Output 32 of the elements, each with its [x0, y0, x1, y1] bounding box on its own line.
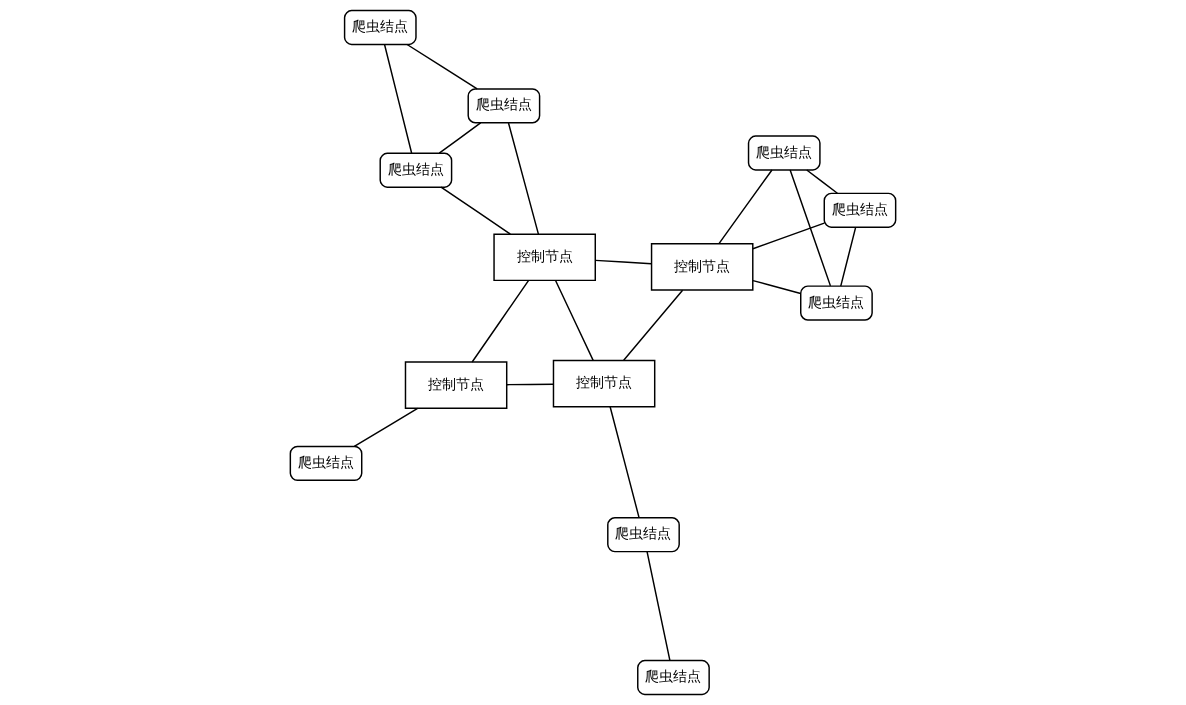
connector — [440, 186, 512, 235]
node-box: 控制节点 — [650, 243, 754, 291]
connector — [840, 226, 857, 287]
connector — [554, 279, 594, 362]
node-box: 控制节点 — [404, 361, 508, 410]
connector — [471, 279, 530, 363]
connector — [383, 43, 413, 154]
connector — [718, 169, 773, 245]
node-box: 爬虫结点 — [343, 9, 417, 46]
node-box: 爬虫结点 — [823, 192, 897, 229]
connector — [789, 169, 832, 287]
node-box: 爬虫结点 — [467, 88, 541, 124]
connector — [594, 259, 652, 265]
connector — [506, 383, 555, 386]
connector — [406, 43, 478, 90]
connector — [353, 407, 419, 448]
node-box: 爬虫结点 — [289, 445, 363, 482]
connector — [806, 169, 839, 194]
connector — [622, 289, 684, 362]
node-box: 控制节点 — [552, 359, 656, 408]
node-box: 爬虫结点 — [379, 152, 453, 188]
node-box: 爬虫结点 — [607, 516, 680, 553]
connector — [646, 551, 671, 662]
connector — [752, 279, 802, 295]
node-box: 爬虫结点 — [800, 285, 873, 321]
connector — [438, 122, 482, 154]
connector — [507, 122, 540, 235]
connector — [752, 222, 825, 250]
connector — [609, 406, 640, 519]
node-box: 控制节点 — [493, 233, 596, 282]
node-box: 爬虫结点 — [637, 659, 710, 696]
node-box: 爬虫结点 — [747, 135, 821, 171]
